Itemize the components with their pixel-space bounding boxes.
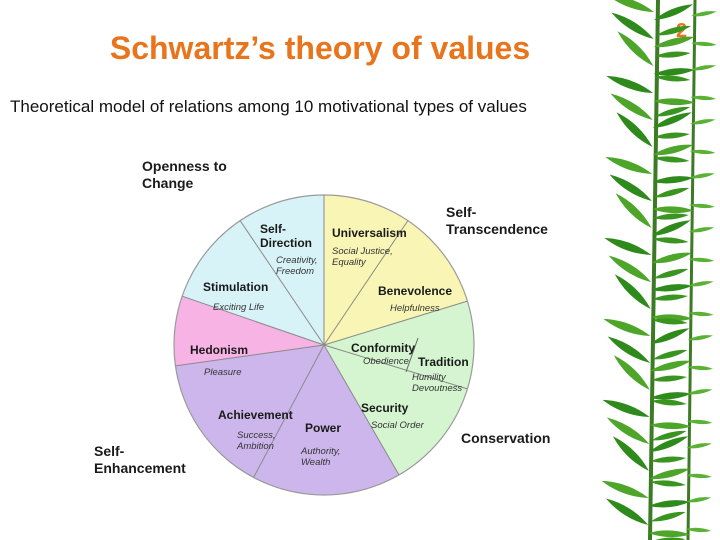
sector-divider xyxy=(175,344,325,367)
value-benevolence: Benevolence xyxy=(378,284,452,298)
value-security: Security xyxy=(361,401,409,415)
sector-self-transcendence xyxy=(324,195,468,345)
label-self-enhancement: Self-Enhancement xyxy=(94,443,186,476)
slide-title: Schwartz’s theory of values xyxy=(109,30,531,66)
value-stimulation-desc: Exciting Life xyxy=(213,302,264,313)
sector-divider xyxy=(239,220,325,346)
value-conformity-desc: Obedience xyxy=(363,356,409,367)
label-self-transcendence: Self-Transcendence xyxy=(446,204,548,237)
value-achievement-desc: Success,Ambition xyxy=(236,430,276,452)
sector-divider xyxy=(323,220,409,346)
value-self-direction-desc: Creativity,Freedom xyxy=(276,255,318,277)
value-power: Power xyxy=(305,421,341,435)
sector-divider xyxy=(253,344,325,478)
value-hedonism-desc: Pleasure xyxy=(204,367,242,378)
sector-divider xyxy=(182,295,325,346)
slide-subtitle: Theoretical model of relations among 10 … xyxy=(10,97,527,116)
sector-hedonism xyxy=(174,296,324,366)
sector-openness xyxy=(182,195,324,345)
value-achievement: Achievement xyxy=(218,408,293,422)
sector-conservation xyxy=(324,301,474,475)
value-tradition: Tradition xyxy=(418,355,469,369)
value-conformity: Conformity xyxy=(351,341,415,355)
value-universalism: Universalism xyxy=(332,226,407,240)
slide-number: 2 xyxy=(676,20,688,42)
sector-self-enhancement xyxy=(175,345,399,495)
value-benevolence-desc: Helpfulness xyxy=(390,303,440,314)
value-power-desc: Authority,Wealth xyxy=(300,446,340,468)
label-conservation: Conservation xyxy=(461,430,550,446)
value-stimulation: Stimulation xyxy=(203,280,268,294)
value-security-desc: Social Order xyxy=(371,420,425,431)
sector-divider xyxy=(323,344,400,476)
sector-divider xyxy=(323,300,468,346)
sector-divider xyxy=(323,344,468,390)
bamboo-decoration xyxy=(601,0,717,540)
conformity-tradition-divider xyxy=(405,337,419,373)
value-self-direction: Self-Direction xyxy=(260,222,312,250)
value-hedonism: Hedonism xyxy=(190,343,248,357)
value-universalism-desc: Social Justice,Equality xyxy=(332,246,393,268)
